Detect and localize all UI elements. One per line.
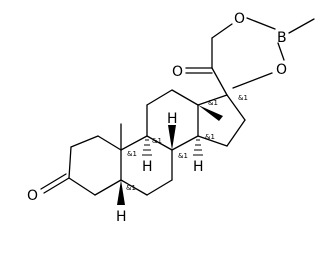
bond-c14-c15 xyxy=(197,135,228,147)
atom-oxygen-ketone-20: O xyxy=(172,64,183,80)
bond-c17-c13 xyxy=(197,94,228,106)
bond-c17-c20 xyxy=(211,67,228,96)
stereo-label-c9: &1 xyxy=(152,137,162,145)
bond-c15-c16 xyxy=(226,119,246,147)
atom-hydrogen-9: H xyxy=(142,159,153,175)
atom-oxygen-ring-right: O xyxy=(276,62,287,78)
stereo-label-c13: &1 xyxy=(208,99,218,107)
stereo-bonds xyxy=(117,105,223,205)
atom-hydrogen-14: H xyxy=(193,159,204,175)
hash-c9-h xyxy=(142,139,152,156)
stereo-label-c17: &1 xyxy=(238,94,248,102)
stereo-label-c10: &1 xyxy=(127,150,137,158)
bond-c16-c17 xyxy=(226,94,246,121)
bond-c1-c2 xyxy=(70,135,99,148)
bond-b-o-right xyxy=(277,42,285,61)
bond-c14-c8 xyxy=(171,135,199,151)
hash-c14-h xyxy=(193,139,203,156)
wedge-c8-h xyxy=(168,125,176,150)
bond-c9-c8 xyxy=(146,135,173,151)
bond-b-methyl xyxy=(288,18,315,34)
bond-o-top-b xyxy=(246,17,276,30)
bond-c11-c12 xyxy=(146,89,173,106)
bond-c3-o-double-a xyxy=(43,177,70,194)
wedge-c5-h xyxy=(117,180,125,205)
bond-c4-c5 xyxy=(94,179,122,196)
bond-c3-o-double-b xyxy=(40,173,67,190)
stereo-descriptors: &1 &1 &1 &1 &1 &1 &1 xyxy=(126,94,248,192)
stereo-label-c8: &1 xyxy=(178,152,188,160)
bond-c3-c4 xyxy=(68,177,96,196)
atom-boron: B xyxy=(277,30,287,46)
bond-c10-c9 xyxy=(120,135,148,151)
atom-labels: O B O O O H H H H xyxy=(27,11,287,225)
bond-c2-c3 xyxy=(68,146,72,179)
wedge-c13-methyl xyxy=(198,105,223,121)
bond-c21-o-top xyxy=(211,23,233,39)
stereo-label-c5: &1 xyxy=(126,184,136,192)
atom-hydrogen-5: H xyxy=(116,209,127,225)
bond-c6-c5 xyxy=(120,179,148,196)
atom-hydrogen-8: H xyxy=(167,111,178,127)
bond-o-right-c17 xyxy=(232,72,273,89)
atom-oxygen-ring-top: O xyxy=(234,11,245,27)
bond-c1-c10 xyxy=(97,135,122,151)
atom-oxygen-ketone-3: O xyxy=(27,188,38,204)
stereo-label-c14: &1 xyxy=(205,133,215,141)
bond-c12-c13 xyxy=(171,89,199,106)
bond-lines xyxy=(40,17,315,196)
bond-c7-c6 xyxy=(146,179,173,196)
